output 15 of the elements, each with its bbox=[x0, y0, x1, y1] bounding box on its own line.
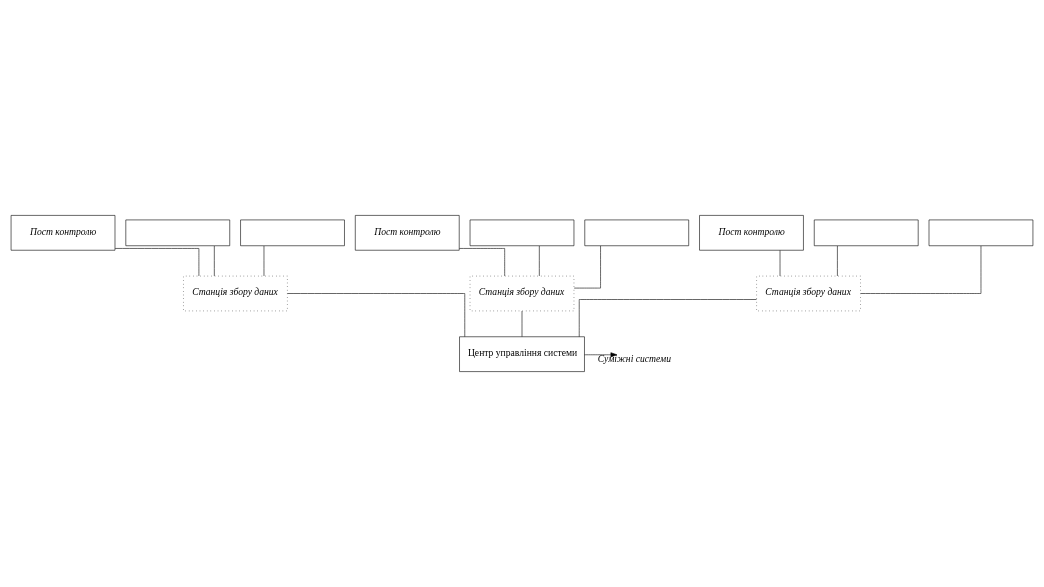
node-box bbox=[813, 219, 919, 247]
node-box bbox=[469, 219, 575, 247]
arrow bbox=[584, 352, 618, 358]
node-box bbox=[584, 219, 689, 247]
node-box: Центр управління системи bbox=[459, 336, 585, 372]
node-box: Пост контролю bbox=[699, 215, 804, 251]
node-box bbox=[928, 219, 1034, 247]
node-box: Пост контролю bbox=[10, 215, 116, 251]
node-box bbox=[240, 219, 345, 247]
edge-label: Суміжні системи bbox=[597, 352, 671, 364]
node-box: Станція збору даних bbox=[183, 275, 288, 312]
node-box: Станція збору даних bbox=[469, 275, 575, 312]
node-box: Пост контролю bbox=[355, 215, 460, 251]
node-box bbox=[125, 219, 231, 247]
node-box: Станція збору даних bbox=[756, 275, 861, 312]
